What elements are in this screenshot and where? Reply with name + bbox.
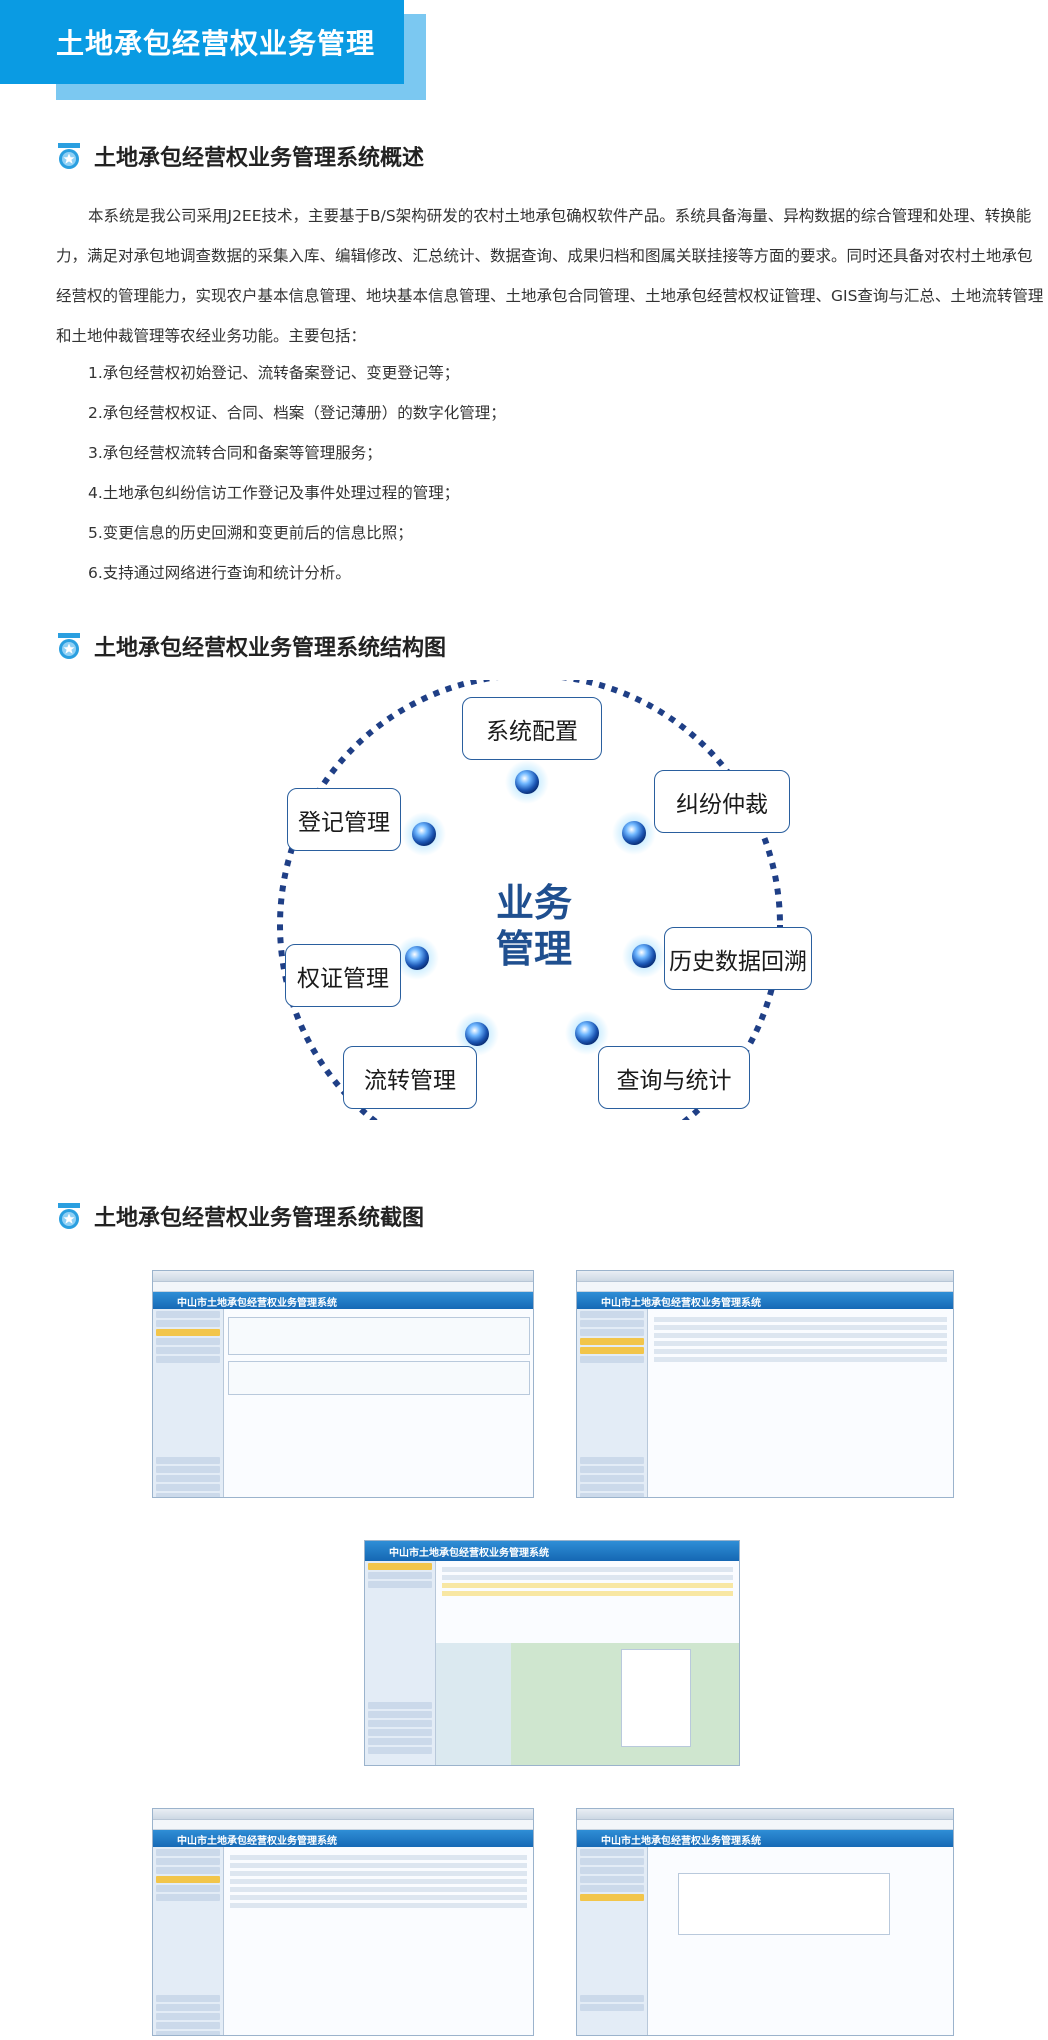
list-item: 5.变更信息的历史回溯和变更前后的信息比照； bbox=[88, 524, 413, 542]
badge-icon bbox=[58, 633, 80, 659]
screenshot-main bbox=[224, 1847, 533, 2035]
screenshot-sidebar bbox=[577, 1309, 648, 1497]
feature-list: 1.承包经营权初始登记、流转备案登记、变更登记等； 2.承包经营权权证、合同、档… bbox=[88, 353, 506, 593]
screenshot-list: 中山市土地承包经营权业务管理系统 bbox=[576, 1270, 954, 1498]
node-query-statistics: 查询与统计 bbox=[598, 1046, 750, 1109]
ring-node-dot bbox=[455, 1012, 499, 1056]
list-item: 6.支持通过网络进行查询和统计分析。 bbox=[88, 564, 351, 582]
node-system-config: 系统配置 bbox=[462, 697, 602, 760]
screenshot-contracts: 中山市土地承包经营权业务管理系统 bbox=[152, 1808, 534, 2036]
screenshot-sidebar bbox=[153, 1309, 224, 1497]
diagram-ring bbox=[277, 680, 783, 1120]
list-item: 2.承包经营权权证、合同、档案（登记薄册）的数字化管理； bbox=[88, 404, 506, 422]
screenshot-main bbox=[436, 1561, 739, 1765]
ring-node-dot bbox=[402, 812, 446, 856]
screenshot-sidebar bbox=[153, 1847, 224, 2035]
app-title: 中山市土地承包经营权业务管理系统 bbox=[153, 1292, 533, 1310]
overview-heading-text: 土地承包经营权业务管理系统概述 bbox=[94, 146, 425, 171]
app-title: 中山市土地承包经营权业务管理系统 bbox=[365, 1541, 739, 1561]
app-title: 中山市土地承包经营权业务管理系统 bbox=[153, 1830, 533, 1848]
screenshot-main bbox=[648, 1309, 953, 1497]
structure-heading: 土地承包经营权业务管理系统结构图 bbox=[56, 630, 446, 662]
node-history-backtrace: 历史数据回溯 bbox=[664, 927, 812, 990]
ring-node-dot bbox=[622, 934, 666, 978]
screenshot-main bbox=[224, 1309, 533, 1497]
structure-diagram: 业务 管理 系统配置 纠纷仲裁 历史数据回溯 查询与统计 流转管理 权证管理 登… bbox=[0, 680, 1048, 1120]
ring-node-dot bbox=[612, 811, 656, 855]
screenshot-sidebar bbox=[365, 1561, 436, 1765]
screens-heading-text: 土地承包经营权业务管理系统截图 bbox=[94, 1206, 425, 1231]
center-label-line2: 管理 bbox=[495, 927, 572, 971]
ring-node-dot bbox=[565, 1011, 609, 1055]
banner-title: 土地承包经营权业务管理 bbox=[56, 27, 376, 60]
center-label: 业务 管理 bbox=[474, 880, 594, 972]
ring-node-dot bbox=[505, 760, 549, 804]
app-title: 中山市土地承包经营权业务管理系统 bbox=[577, 1292, 953, 1310]
screenshot-summary-table: 中山市土地承包经营权业务管理系统 bbox=[576, 1808, 954, 2036]
node-dispute-arbitration: 纠纷仲裁 bbox=[654, 770, 790, 833]
ring-node-dot bbox=[395, 936, 439, 980]
page-banner: 土地承包经营权业务管理 bbox=[0, 0, 404, 84]
app-title: 中山市土地承包经营权业务管理系统 bbox=[577, 1830, 953, 1848]
structure-heading-text: 土地承包经营权业务管理系统结构图 bbox=[94, 636, 447, 661]
screenshot-registration: 中山市土地承包经营权业务管理系统 bbox=[152, 1270, 534, 1498]
badge-icon bbox=[58, 1203, 80, 1229]
dotted-ring bbox=[277, 680, 783, 1120]
center-label-line1: 业务 bbox=[495, 881, 572, 925]
node-transfer-management: 流转管理 bbox=[343, 1046, 477, 1109]
screenshot-sidebar bbox=[577, 1847, 648, 2035]
screens-heading: 土地承包经营权业务管理系统截图 bbox=[56, 1200, 424, 1232]
screenshot-main bbox=[648, 1847, 953, 2035]
screenshot-map: 中山市土地承包经营权业务管理系统 bbox=[364, 1540, 740, 1766]
list-item: 4.土地承包纠纷信访工作登记及事件处理过程的管理； bbox=[88, 484, 460, 502]
list-item: 3.承包经营权流转合同和备案等管理服务； bbox=[88, 444, 382, 462]
overview-heading: 土地承包经营权业务管理系统概述 bbox=[56, 140, 424, 172]
overview-paragraph: 本系统是我公司采用J2EE技术，主要基于B/S架构研发的农村土地承包确权软件产品… bbox=[56, 207, 1044, 345]
list-item: 1.承包经营权初始登记、流转备案登记、变更登记等； bbox=[88, 364, 460, 382]
node-registration-management: 登记管理 bbox=[287, 788, 401, 851]
badge-icon bbox=[58, 143, 80, 169]
node-certificate-management: 权证管理 bbox=[285, 944, 401, 1007]
